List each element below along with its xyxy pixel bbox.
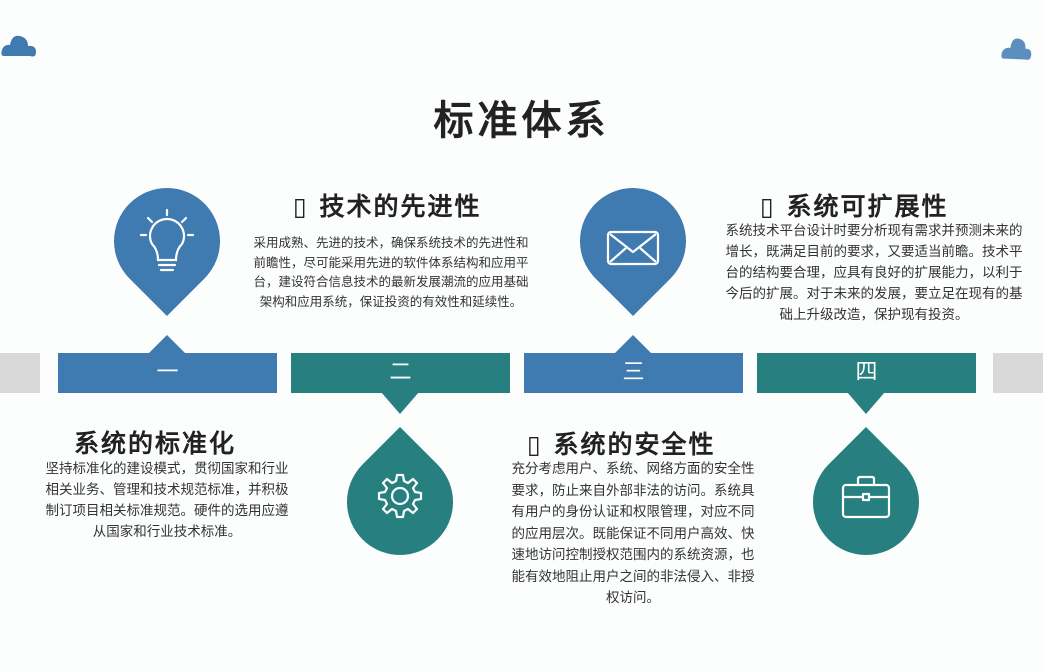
step-bar-2: 二	[291, 353, 510, 393]
step-heading-4: ▯ 系统可扩展性	[760, 192, 949, 221]
step-heading-3: ▯ 系统的安全性	[527, 430, 716, 459]
lightbulb-icon	[139, 208, 195, 272]
step-number-4: 四	[855, 360, 878, 385]
briefcase-icon	[841, 475, 891, 519]
timeline-end-left	[0, 353, 40, 393]
step-bar-1: 一	[58, 353, 277, 393]
step-bar-4: 四	[757, 353, 976, 393]
step-body-2: 采用成熟、先进的技术，确保系统技术的先进性和前瞻性，尽可能采用先进的软件体系结构…	[253, 235, 529, 309]
timeline-end-right	[993, 353, 1043, 393]
pointer-up-1	[148, 335, 186, 354]
cloud-decoration-right	[1001, 38, 1032, 60]
bullet-icon: ▯	[293, 192, 309, 221]
step-number-2: 二	[389, 360, 412, 385]
page-title: 标准体系	[433, 98, 610, 144]
gear-icon	[377, 473, 423, 519]
step-body-1: 坚持标准化的建设模式，贯彻国家和行业相关业务、管理和技术规范标准，并积极制订项目…	[45, 461, 289, 540]
bullet-icon: ▯	[527, 430, 543, 459]
bullet-icon: ▯	[760, 192, 776, 221]
step-body-3: 充分考虑用户、系统、网络方面的安全性要求，防止来自外部非法的访问。系统具有用户的…	[511, 461, 755, 606]
step-number-3: 三	[622, 360, 645, 385]
pointer-up-3	[614, 335, 652, 354]
pointer-down-2	[381, 392, 419, 414]
drop-marker-3	[580, 188, 686, 316]
step-heading-1: 系统的标准化	[74, 429, 237, 458]
step-body-4: 系统技术平台设计时要分析现有需求并预测未来的增长，既满足目前的要求，又要适当前瞻…	[725, 223, 1023, 323]
drop-marker-1	[114, 188, 220, 316]
cloud-decoration-left	[1, 35, 37, 57]
step-bar-3: 三	[524, 353, 743, 393]
drop-marker-4	[813, 427, 919, 555]
pointer-down-4	[847, 392, 885, 414]
step-heading-2: ▯ 技术的先进性	[293, 192, 482, 221]
envelope-icon	[606, 230, 660, 266]
drop-marker-2	[347, 427, 453, 555]
step-number-1: 一	[156, 360, 179, 385]
